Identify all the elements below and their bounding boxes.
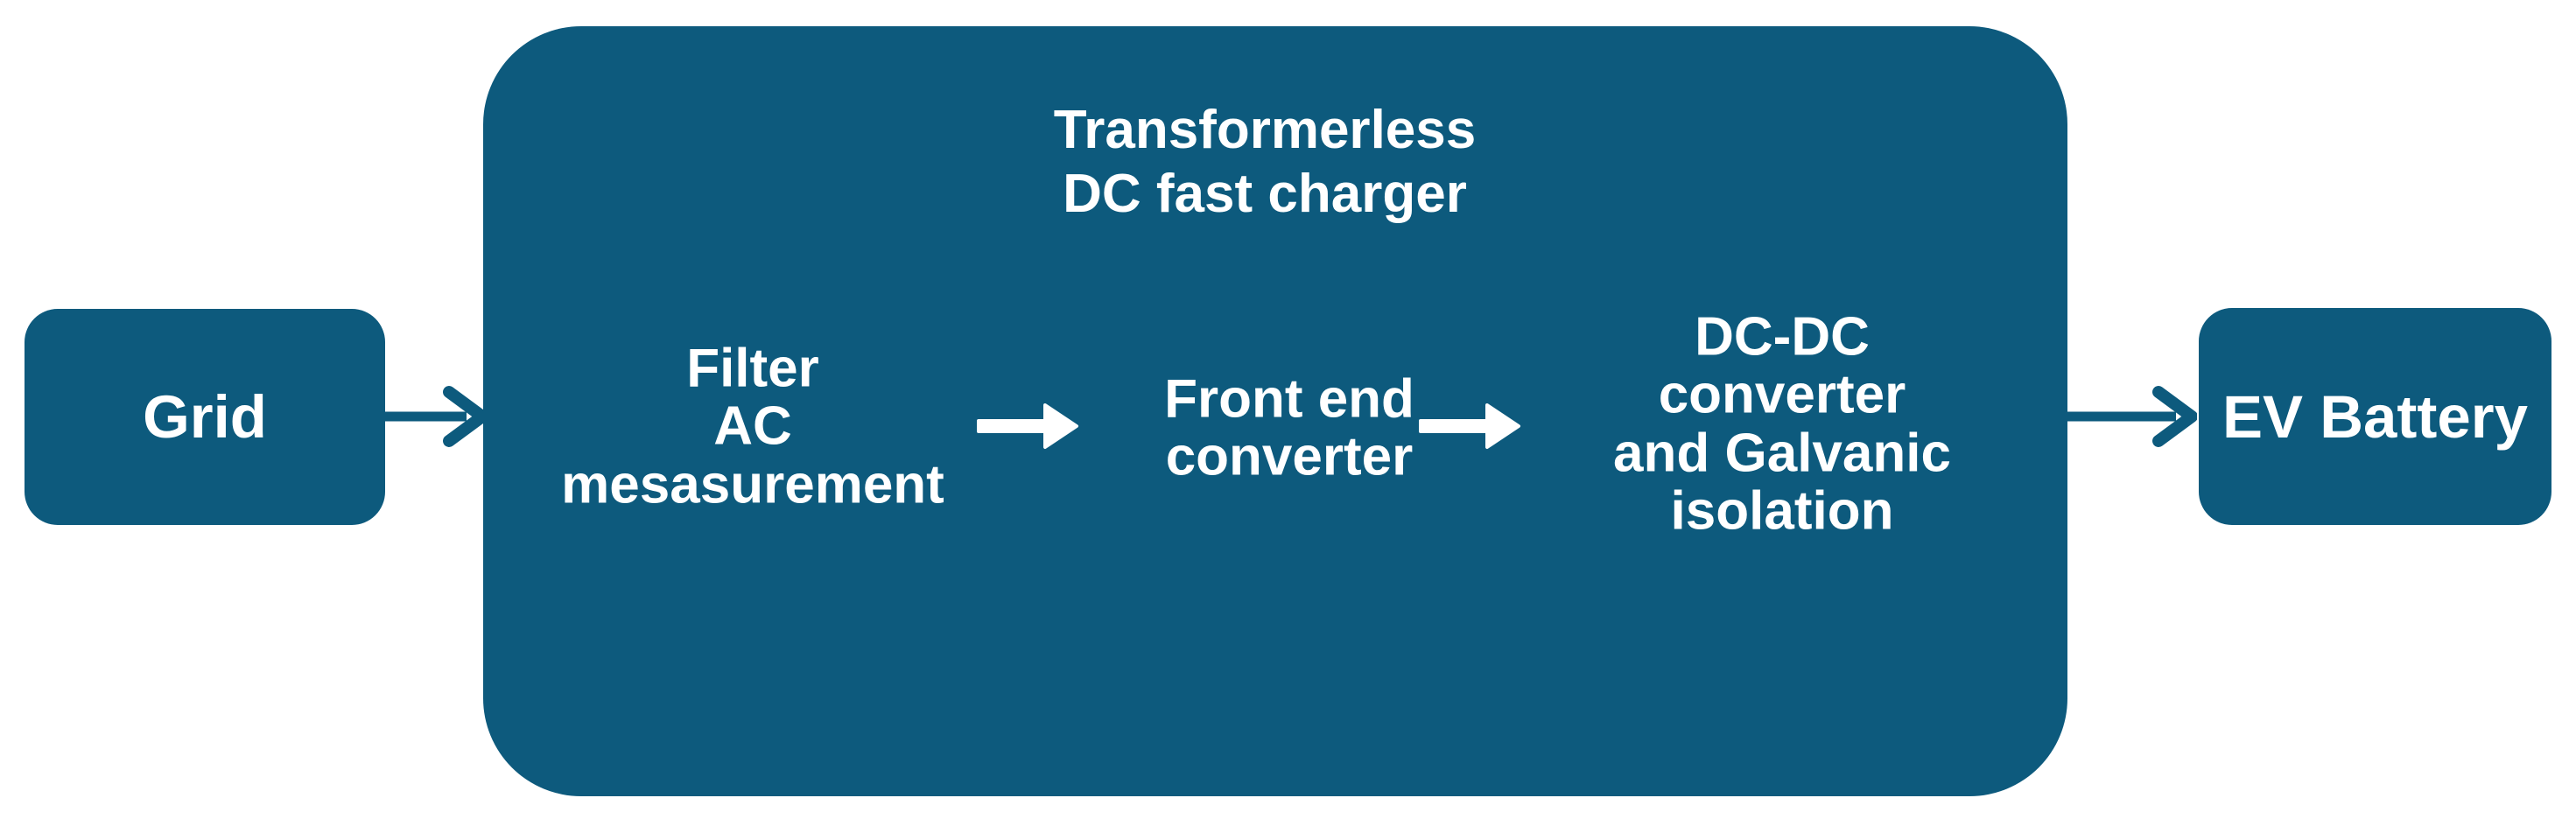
charger-title-line1: Transformerless bbox=[1053, 100, 1477, 160]
stage-filter-line2: AC bbox=[713, 396, 792, 457]
grid-node: Grid bbox=[25, 309, 385, 525]
stage1-to-stage2-arrow-icon bbox=[977, 403, 1078, 449]
charger-title-line2: DC fast charger bbox=[1063, 164, 1467, 225]
grid-to-charger-arrow-icon bbox=[383, 386, 488, 447]
stage-frontend-line1: Front end bbox=[1164, 368, 1414, 430]
stage-filter-line3: mesasurement bbox=[561, 454, 944, 515]
ev-battery-node-label: EV Battery bbox=[2222, 382, 2528, 451]
charger-to-battery-arrow-icon bbox=[2067, 386, 2197, 447]
transformerless-charger-node: Transformerless DC fast charger Filter A… bbox=[483, 26, 2067, 796]
stage-filter-ac-measurement: Filter AC mesasurement bbox=[561, 340, 944, 514]
stage-dcdc-line2: converter bbox=[1658, 364, 1906, 425]
stage-dcdc-line3: and Galvanic bbox=[1613, 423, 1951, 483]
stage2-to-stage3-arrow-icon bbox=[1419, 403, 1520, 449]
stage-dcdc-line4: isolation bbox=[1670, 480, 1894, 542]
ev-battery-node: EV Battery bbox=[2199, 308, 2551, 525]
charger-title: Transformerless DC fast charger bbox=[1054, 98, 1476, 226]
grid-node-label: Grid bbox=[143, 383, 267, 451]
stage-frontend-line2: converter bbox=[1165, 427, 1414, 487]
stage-front-end-converter: Front end converter bbox=[1164, 368, 1414, 487]
stage-dcdc-line1: DC-DC bbox=[1695, 306, 1870, 368]
stage-filter-line1: Filter bbox=[686, 338, 819, 399]
stage-dcdc-converter-galvanic-isolation: DC-DC converter and Galvanic isolation bbox=[1613, 306, 1951, 542]
